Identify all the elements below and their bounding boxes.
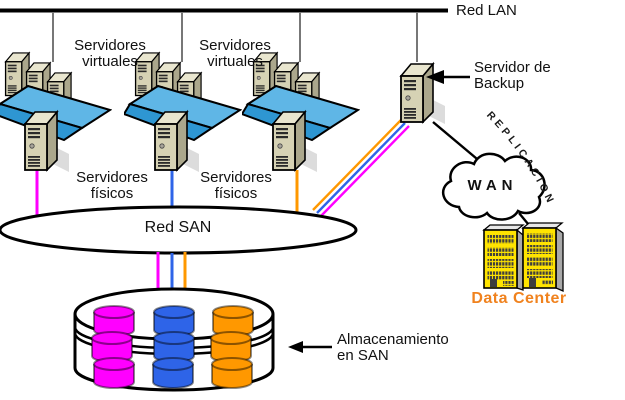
disk-column-magenta	[91, 305, 135, 389]
physical-servers-label-2-line2: físicos	[214, 185, 258, 202]
virtual-servers-label-2: Servidores virtuales	[187, 38, 283, 70]
disk-magenta	[93, 357, 135, 389]
wan-cloud	[441, 152, 546, 221]
disk-blue	[152, 357, 194, 389]
physical-servers-label-1-line2: físicos	[90, 185, 134, 202]
san-label: Red SAN	[144, 219, 212, 236]
storage-label-line2: en SAN	[337, 347, 389, 364]
datacenter-buildings	[482, 222, 564, 292]
disk-column-orange	[210, 305, 254, 389]
virtual-servers-label-2-line1: Servidores	[199, 37, 271, 54]
backup-san-multilink	[312, 119, 410, 217]
lan-label: Red LAN	[456, 2, 517, 19]
building-1	[482, 224, 525, 291]
physical-servers-label-1-line1: Servidores	[76, 169, 148, 186]
virtual-servers-label-1: Servidores virtuales	[62, 38, 158, 70]
storage-label: Almacenamiento en SAN	[337, 332, 449, 364]
backup-server-label-line2: Backup	[474, 75, 525, 92]
datacenter-label: Data Center	[471, 290, 567, 307]
building-door	[529, 278, 536, 287]
storage-arrow	[288, 341, 332, 353]
virtual-servers-label-1-line2: virtuales	[82, 53, 138, 70]
storage-label-line1: Almacenamiento	[337, 331, 449, 348]
virtual-servers-label-1-line1: Servidores	[74, 37, 146, 54]
server-group-3	[242, 52, 359, 172]
physical-servers-label-2-line1: Servidores	[200, 169, 272, 186]
wan-label: WAN	[467, 177, 518, 194]
server-group-1	[0, 52, 111, 172]
server-group-2	[124, 52, 241, 172]
physical-servers-label-2: Servidores físicos	[188, 170, 284, 202]
backup-server-label: Servidor de Backup	[474, 60, 551, 92]
physical-servers-label-1: Servidores físicos	[64, 170, 160, 202]
backup-server-label-line1: Servidor de	[474, 59, 551, 76]
disk-orange	[211, 357, 253, 389]
virtual-servers-label-2-line2: virtuales	[207, 53, 263, 70]
san-fabric-ellipse	[0, 205, 358, 255]
building-door	[490, 279, 497, 287]
backup-arrow	[426, 70, 470, 84]
building-2	[521, 222, 564, 292]
disk-column-blue	[152, 305, 195, 389]
storage-cylinder	[73, 287, 275, 392]
